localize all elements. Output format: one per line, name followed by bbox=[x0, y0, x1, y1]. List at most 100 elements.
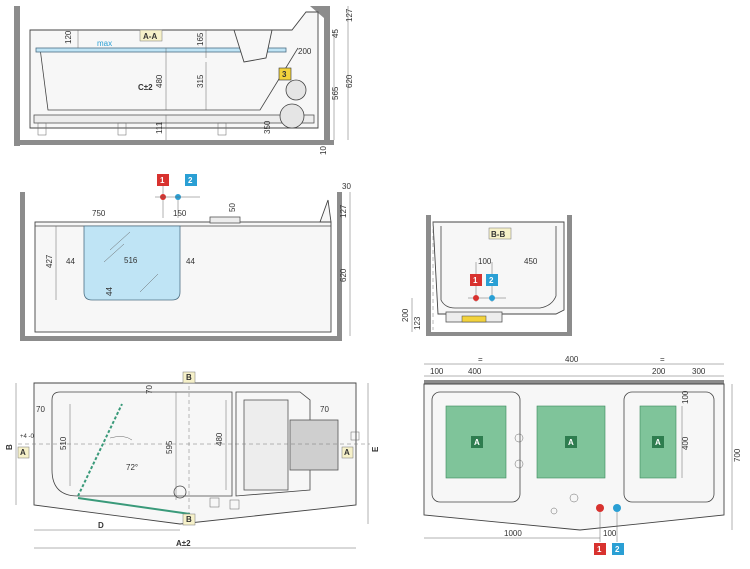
zone-left-tag-box bbox=[471, 436, 483, 448]
b-label: B bbox=[5, 444, 14, 450]
dim-100-side: 100 bbox=[681, 390, 690, 404]
drain-outlet bbox=[350, 431, 360, 441]
left-wall bbox=[426, 215, 431, 335]
section-b-top-box bbox=[182, 371, 196, 384]
drain-hole bbox=[569, 493, 579, 503]
dim-300-top: 300 bbox=[692, 367, 706, 376]
marker-hot-box bbox=[157, 174, 169, 186]
marker-1: 1 bbox=[597, 545, 602, 554]
drain-valve bbox=[461, 315, 487, 323]
dim-200: 200 bbox=[401, 308, 410, 322]
pump-motor bbox=[279, 103, 305, 129]
dim-44-left: 44 bbox=[66, 257, 75, 266]
dim-700-side: 700 bbox=[733, 448, 742, 462]
section-tag: B-B bbox=[491, 230, 505, 239]
plan-view: B B A A 70 70 70 510 595 480 72° B +4 -0… bbox=[5, 371, 380, 549]
right-wall bbox=[337, 192, 342, 340]
left-wall bbox=[14, 6, 20, 146]
hot-connection bbox=[473, 295, 479, 301]
right-wall bbox=[310, 6, 330, 140]
dim-150: 150 bbox=[173, 209, 187, 218]
dim-127: 127 bbox=[339, 204, 348, 218]
control-1 bbox=[209, 497, 220, 508]
headrest-block bbox=[243, 399, 289, 491]
water-max-label: max bbox=[97, 39, 112, 48]
basin-outline bbox=[51, 391, 233, 497]
door-swing bbox=[77, 403, 123, 497]
headrest-box bbox=[233, 29, 273, 63]
cold-connection bbox=[613, 504, 621, 512]
foot-3 bbox=[217, 122, 227, 136]
dim-315: 315 bbox=[196, 74, 205, 88]
dim-620: 620 bbox=[345, 74, 354, 88]
dim-165: 165 bbox=[196, 32, 205, 46]
dim-400-left: 400 bbox=[468, 367, 482, 376]
dim-450: 450 bbox=[524, 257, 538, 266]
dim-516: 516 bbox=[124, 256, 138, 265]
marker-2: 2 bbox=[489, 276, 494, 285]
dim-480: 480 bbox=[155, 74, 164, 88]
marker-1: 1 bbox=[473, 276, 478, 285]
tub-shell bbox=[29, 11, 319, 129]
dim-44-right: 44 bbox=[186, 257, 195, 266]
zone-right-tag-box bbox=[652, 436, 664, 448]
marker-1: 1 bbox=[160, 176, 165, 185]
footprint-view: A A A 1 2 = 400 = 100 400 200 300 100 40… bbox=[423, 355, 742, 555]
dim-eq-right: = bbox=[660, 355, 665, 364]
zone-center-tag-box bbox=[565, 436, 577, 448]
dim-595: 595 bbox=[165, 440, 174, 454]
dim-510: 510 bbox=[59, 436, 68, 450]
hot-connection bbox=[596, 504, 604, 512]
left-compartment bbox=[431, 391, 521, 503]
zone-center-tag: A bbox=[568, 438, 574, 447]
section-b-top: B bbox=[186, 373, 192, 382]
dim-100-bottom: 100 bbox=[603, 529, 617, 538]
dim-565: 565 bbox=[331, 86, 340, 100]
dim-350: 350 bbox=[263, 120, 272, 134]
dim-70-left: 70 bbox=[36, 405, 45, 414]
section-tag-box bbox=[139, 29, 163, 42]
tub-inner bbox=[440, 226, 557, 309]
frame bbox=[33, 114, 315, 124]
section-tag: A-A bbox=[143, 32, 157, 41]
marker-cold-box bbox=[486, 274, 498, 286]
glass-hatch-1 bbox=[109, 231, 131, 251]
dim-127: 127 bbox=[345, 8, 354, 22]
dim-111: 111 bbox=[155, 121, 164, 134]
outlet-hole bbox=[550, 507, 558, 515]
dim-45: 45 bbox=[331, 29, 340, 38]
tap-fitting bbox=[209, 216, 241, 224]
control-2 bbox=[229, 499, 240, 510]
dim-750: 750 bbox=[92, 209, 106, 218]
foot-2 bbox=[117, 122, 127, 136]
c-label: C±2 bbox=[138, 83, 153, 92]
cold-connection bbox=[489, 295, 495, 301]
floor bbox=[20, 336, 342, 341]
drain bbox=[173, 485, 187, 499]
dim-50: 50 bbox=[228, 203, 237, 212]
dim-eq-left: = bbox=[478, 355, 483, 364]
dim-10: 10 bbox=[319, 146, 328, 155]
side-a-right: A bbox=[344, 448, 350, 457]
dim-620: 620 bbox=[339, 268, 348, 282]
door-closed bbox=[77, 497, 191, 515]
side-a-right-box bbox=[341, 446, 354, 459]
floor bbox=[426, 332, 572, 336]
marker-cold-box bbox=[612, 543, 624, 555]
side-a-left: A bbox=[20, 448, 26, 457]
dim-72-deg: 72° bbox=[126, 463, 138, 472]
zone-left-tag: A bbox=[474, 438, 480, 447]
dim-100: 100 bbox=[478, 257, 492, 266]
dim-120: 120 bbox=[64, 30, 73, 44]
dim-427: 427 bbox=[45, 254, 54, 268]
left-wall bbox=[20, 192, 25, 340]
right-wall bbox=[567, 215, 572, 335]
dim-70-top: 70 bbox=[145, 385, 154, 394]
water-level bbox=[35, 47, 287, 53]
backrest bbox=[289, 419, 339, 471]
d-label: D bbox=[98, 521, 104, 530]
marker-3: 3 bbox=[282, 70, 287, 79]
tub-front bbox=[34, 221, 332, 333]
